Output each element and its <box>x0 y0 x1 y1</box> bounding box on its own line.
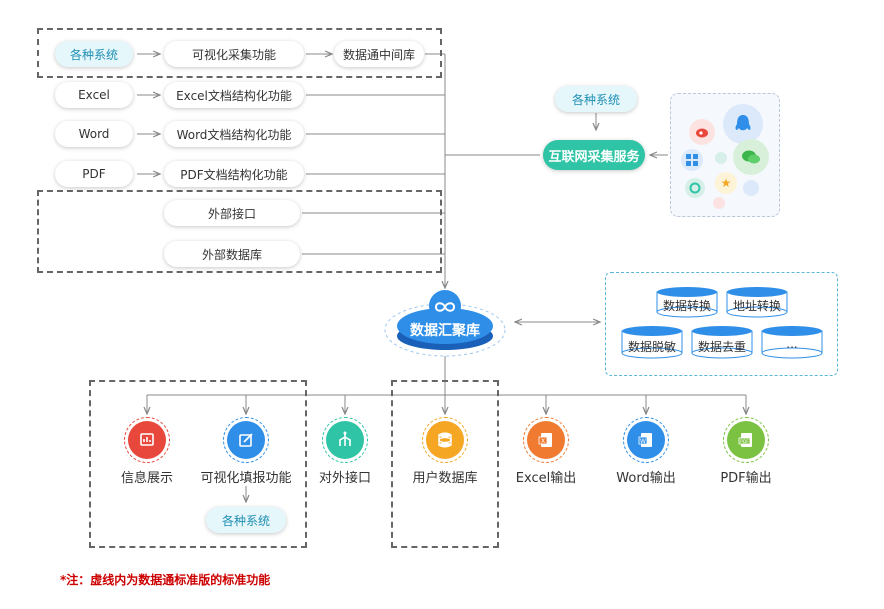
svg-text:PDF: PDF <box>740 439 749 445</box>
standard-box-top <box>37 28 442 78</box>
processing-panel <box>605 272 838 376</box>
output-label: Word输出 <box>616 471 676 486</box>
word-icon[interactable]: W <box>627 421 665 459</box>
external-db-pill[interactable]: 外部数据库 <box>164 241 300 267</box>
word-type-pill[interactable]: Word <box>55 121 133 147</box>
svg-text:W: W <box>640 438 646 445</box>
dot-icon-2 <box>743 180 759 196</box>
pdf-func-pill[interactable]: PDF文档结构化功能 <box>164 161 304 187</box>
proc-dedupe[interactable]: 数据去重 <box>691 325 753 359</box>
dot-icon <box>715 152 727 164</box>
wechat-icon <box>733 139 769 175</box>
footnote: *注：虚线内为数据通标准版的标准功能 <box>60 573 271 587</box>
excel-type-pill[interactable]: Excel <box>55 82 133 108</box>
external-api-pill[interactable]: 外部接口 <box>164 200 300 226</box>
proc-address-label: 地址转换 <box>732 299 781 313</box>
output-ring <box>723 417 769 463</box>
output-ring <box>523 417 569 463</box>
excel-icon[interactable]: X <box>527 421 565 459</box>
proc-convert-label: 数据转换 <box>662 299 711 313</box>
internet-service-pill[interactable]: 互联网采集服务 <box>543 140 645 170</box>
middle-db-pill[interactable]: 数据通中间库 <box>334 41 424 67</box>
fill-target-pill[interactable]: 各种系统 <box>206 507 286 533</box>
proc-mask[interactable]: 数据脱敏 <box>621 325 683 359</box>
pdf-icon[interactable]: PDF <box>727 421 765 459</box>
internet-source-pill[interactable]: 各种系统 <box>555 86 637 112</box>
output-ring <box>223 417 269 463</box>
proc-address[interactable]: 地址转换 <box>726 286 788 318</box>
output-label: 对外接口 <box>318 471 371 486</box>
hub-label: 数据汇聚库 <box>410 323 480 339</box>
output-label: PDF输出 <box>720 471 772 486</box>
api-icon[interactable] <box>326 421 364 459</box>
excel-func-pill[interactable]: Excel文档结构化功能 <box>164 82 304 108</box>
proc-mask-label: 数据脱敏 <box>627 340 676 354</box>
proc-more-label: ... <box>786 337 798 351</box>
word-func-pill[interactable]: Word文档结构化功能 <box>164 121 304 147</box>
database-icon[interactable] <box>426 421 464 459</box>
weibo-icon <box>689 119 715 145</box>
dot-icon-3 <box>713 197 725 209</box>
data-hub[interactable]: 数据汇聚库 <box>383 288 507 360</box>
output-label: Excel输出 <box>515 471 577 486</box>
apps-icon <box>681 149 703 171</box>
output-ring <box>322 417 368 463</box>
circle-icon <box>685 178 705 198</box>
standard-box-outputs-left <box>89 380 307 548</box>
edit-icon[interactable] <box>227 421 265 459</box>
output-label: 可视化填报功能 <box>200 471 292 486</box>
star-icon: ★ <box>715 172 737 194</box>
visual-collect-pill[interactable]: 可视化采集功能 <box>164 41 304 67</box>
output-label: 信息展示 <box>120 471 173 486</box>
proc-convert[interactable]: 数据转换 <box>656 286 718 318</box>
output-ring <box>422 417 468 463</box>
qq-icon <box>723 104 763 144</box>
svg-text:X: X <box>541 438 545 445</box>
chart-icon[interactable] <box>128 421 166 459</box>
proc-dedupe-label: 数据去重 <box>697 340 746 354</box>
output-ring <box>623 417 669 463</box>
proc-more[interactable]: ... <box>761 325 823 359</box>
standard-box-external <box>37 190 442 273</box>
pdf-type-pill[interactable]: PDF <box>55 161 133 187</box>
output-label: 用户数据库 <box>412 471 478 486</box>
output-ring <box>124 417 170 463</box>
top-source-pill[interactable]: 各种系统 <box>55 41 133 67</box>
social-sources-panel: ★ <box>670 93 780 217</box>
standard-box-userdb <box>391 380 499 548</box>
